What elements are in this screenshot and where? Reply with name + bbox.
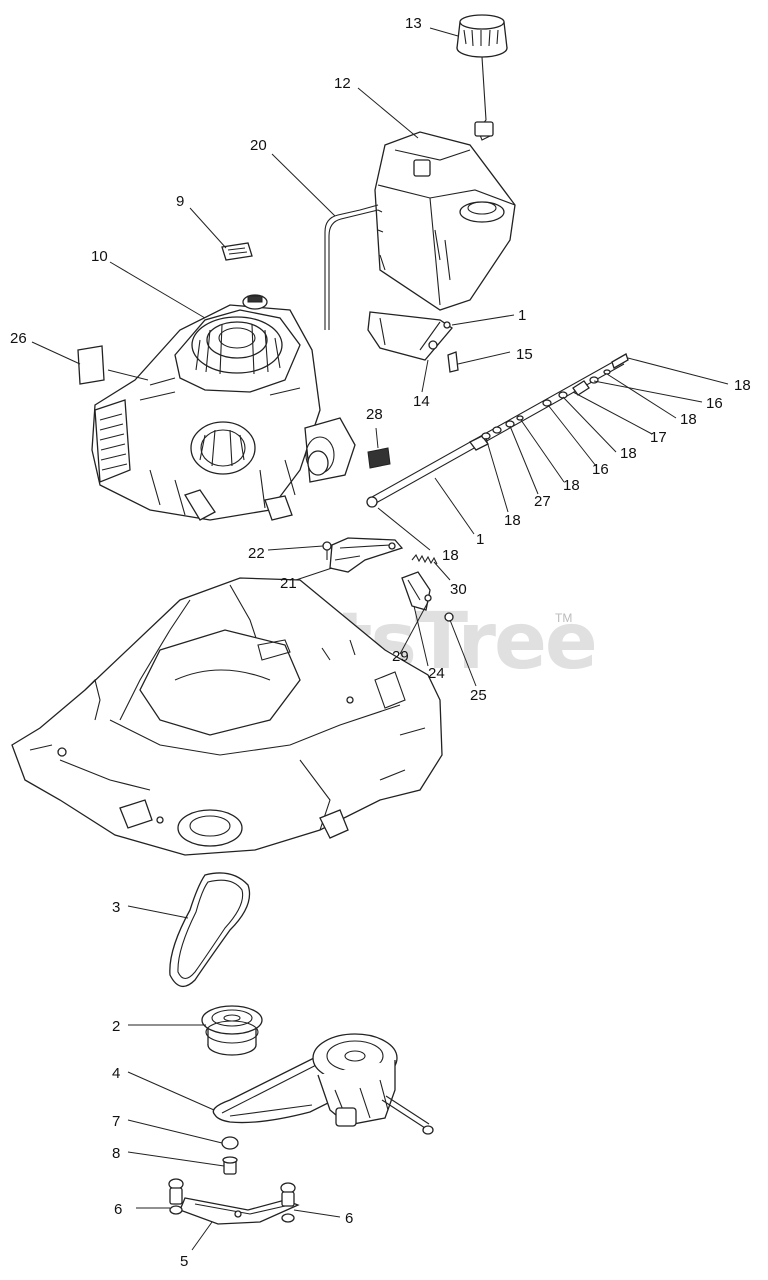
fuel-tank-part[interactable] (374, 131, 516, 311)
drive-belt-part[interactable] (169, 872, 251, 987)
callout-29[interactable]: 29 (392, 648, 409, 665)
callout-13[interactable]: 13 (405, 15, 422, 32)
callout-18-f[interactable]: 18 (442, 547, 459, 564)
idler-bracket-part[interactable] (179, 1197, 300, 1225)
spring-part[interactable] (411, 553, 438, 565)
callout-18-d[interactable]: 18 (563, 477, 580, 494)
callout-24[interactable]: 24 (428, 665, 445, 682)
callout-14[interactable]: 14 (413, 393, 430, 410)
tank-bracket-part[interactable] (367, 311, 453, 361)
callout-12[interactable]: 12 (334, 75, 351, 92)
callout-10[interactable]: 10 (91, 248, 108, 265)
fuel-cap-part[interactable] (456, 14, 508, 141)
nut-part[interactable] (444, 612, 454, 622)
callout-30[interactable]: 30 (450, 581, 467, 598)
callout-20[interactable]: 20 (250, 137, 267, 154)
callout-16-a[interactable]: 16 (706, 395, 723, 412)
idler-pulley-right-part[interactable] (280, 1182, 296, 1223)
leader-lines (31, 27, 729, 1251)
watermark-trademark: TM (555, 611, 572, 625)
callout-18-c[interactable]: 18 (620, 445, 637, 462)
bolt-part[interactable] (222, 1156, 238, 1175)
fuel-line-part[interactable] (324, 204, 379, 330)
engine-pulley-part[interactable] (201, 1005, 263, 1056)
callout-8[interactable]: 8 (112, 1145, 120, 1162)
callout-25[interactable]: 25 (470, 687, 487, 704)
callout-1-upper[interactable]: 1 (518, 307, 526, 324)
transmission-part[interactable] (312, 1033, 434, 1135)
mower-deck-frame-part[interactable] (11, 577, 443, 856)
callout-7[interactable]: 7 (112, 1113, 120, 1130)
callout-16-b[interactable]: 16 (592, 461, 609, 478)
callout-6-left[interactable]: 6 (114, 1201, 122, 1218)
throttle-bracket-part[interactable] (329, 537, 404, 573)
callout-labels: 13 12 20 9 10 26 1 15 14 28 18 16 18 17 … (10, 15, 751, 1270)
callout-21[interactable]: 21 (280, 575, 297, 592)
callout-28[interactable]: 28 (366, 406, 383, 423)
hose-clamp-part[interactable] (447, 351, 459, 373)
callout-18-a[interactable]: 18 (734, 377, 751, 394)
engine-decal-part[interactable] (77, 345, 105, 385)
callout-18-e[interactable]: 18 (504, 512, 521, 529)
callout-3[interactable]: 3 (112, 899, 120, 916)
callout-2[interactable]: 2 (112, 1018, 120, 1035)
throttle-lever-part[interactable] (401, 571, 432, 611)
callout-1-lower[interactable]: 1 (476, 531, 484, 548)
decal-part[interactable] (221, 242, 253, 261)
callout-17[interactable]: 17 (650, 429, 667, 446)
callout-9[interactable]: 9 (176, 193, 184, 210)
callout-18-b[interactable]: 18 (680, 411, 697, 428)
spacer-part[interactable] (221, 1136, 239, 1150)
engine-part[interactable] (91, 294, 356, 521)
callout-15[interactable]: 15 (516, 346, 533, 363)
rod-hardware-group[interactable] (469, 353, 629, 451)
warning-decal-part[interactable] (367, 447, 391, 469)
callout-5[interactable]: 5 (180, 1253, 188, 1270)
callout-4[interactable]: 4 (112, 1065, 120, 1082)
callout-22[interactable]: 22 (248, 545, 265, 562)
screw-part[interactable] (322, 541, 332, 560)
callout-27[interactable]: 27 (534, 493, 551, 510)
idler-pulley-left-part[interactable] (168, 1178, 184, 1215)
callout-6-right[interactable]: 6 (345, 1210, 353, 1227)
callout-26[interactable]: 26 (10, 330, 27, 347)
